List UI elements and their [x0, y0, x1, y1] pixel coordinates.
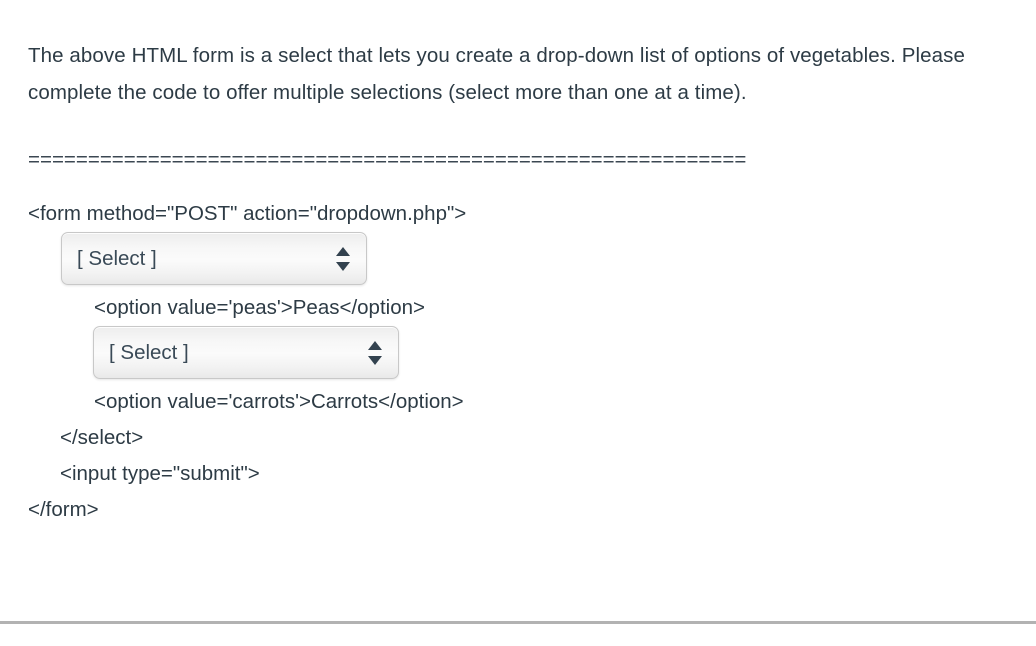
equals-separator: ========================================… — [28, 148, 747, 171]
updown-arrows-icon — [336, 246, 350, 272]
select-row-2: [ Select ] — [28, 326, 1008, 384]
code-line-form-open: <form method="POST" action="dropdown.php… — [28, 202, 467, 225]
select-blank-2-value: [ Select ] — [109, 341, 189, 364]
code-snippet: <form method="POST" action="dropdown.php… — [28, 196, 1008, 528]
select-blank-2[interactable]: [ Select ] — [93, 326, 399, 379]
code-line-option-carrots: <option value='carrots'>Carrots</option> — [94, 390, 464, 413]
question-prompt-text: The above HTML form is a select that let… — [28, 43, 965, 104]
code-line-select-close: </select> — [60, 426, 144, 449]
code-line-option-peas: <option value='peas'>Peas</option> — [94, 296, 425, 319]
select-row-1: [ Select ] — [28, 232, 1008, 290]
select-blank-1-value: [ Select ] — [77, 247, 157, 270]
code-line-form-close: </form> — [28, 498, 99, 521]
updown-arrows-icon — [368, 340, 382, 366]
code-line-input-submit: <input type="submit"> — [60, 462, 260, 485]
bottom-divider — [0, 621, 1036, 624]
select-blank-1[interactable]: [ Select ] — [61, 232, 367, 285]
